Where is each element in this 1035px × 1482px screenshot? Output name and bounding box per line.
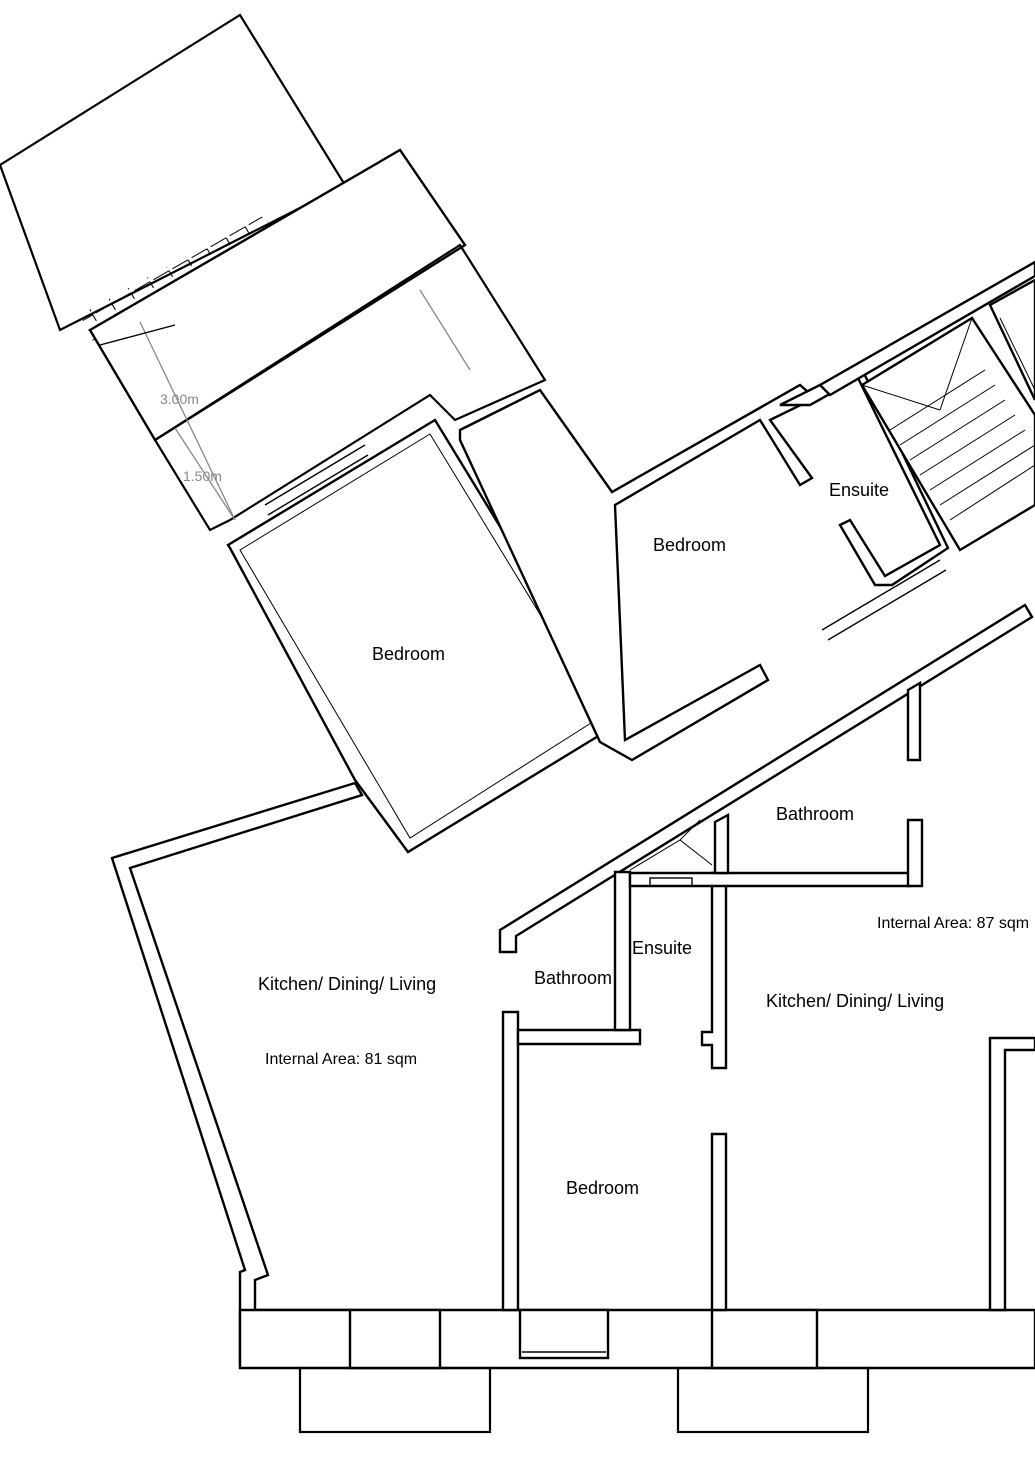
room-label-bedroom-upper-left: Bedroom bbox=[372, 644, 445, 664]
arrow-tick bbox=[99, 324, 176, 346]
room-label-kitchen-right: Kitchen/ Dining/ Living bbox=[766, 991, 944, 1011]
room-label-bathroom-left: Bathroom bbox=[534, 968, 612, 988]
room-label-kitchen-left: Kitchen/ Dining/ Living bbox=[258, 974, 436, 994]
dimension-label-balcony: 1.50m bbox=[183, 468, 222, 484]
bedroom-wing bbox=[226, 363, 950, 854]
room-label-bathroom-right: Bathroom bbox=[776, 804, 854, 824]
balcony-right bbox=[676, 1366, 870, 1434]
lower-block bbox=[110, 781, 1035, 1370]
terrace-open bbox=[88, 148, 467, 442]
room-label-ensuite-lower: Ensuite bbox=[632, 938, 692, 958]
dimension-line-balcony bbox=[174, 427, 236, 521]
staircase bbox=[818, 260, 1035, 552]
dimension-label-terrace: 3.00m bbox=[160, 391, 199, 407]
area-label-unit-a: Internal Area: 81 sqm bbox=[265, 1051, 417, 1068]
area-label-unit-b: Internal Area: 87 sqm bbox=[877, 915, 1029, 932]
room-labels: Bedroom Bedroom Ensuite Bathroom Bathroo… bbox=[258, 480, 1029, 1198]
dimension-line-strip bbox=[419, 289, 471, 371]
terrace-lower bbox=[153, 243, 547, 532]
room-label-bedroom-lower: Bedroom bbox=[566, 1178, 639, 1198]
dimension-marks: 3.00m 1.50m bbox=[99, 289, 471, 521]
room-label-bedroom-upper-right: Bedroom bbox=[653, 535, 726, 555]
corridor-wall bbox=[498, 603, 1034, 954]
balcony-left bbox=[298, 1366, 492, 1434]
room-label-ensuite-upper: Ensuite bbox=[829, 480, 889, 500]
dimension-line-terrace bbox=[139, 321, 236, 521]
